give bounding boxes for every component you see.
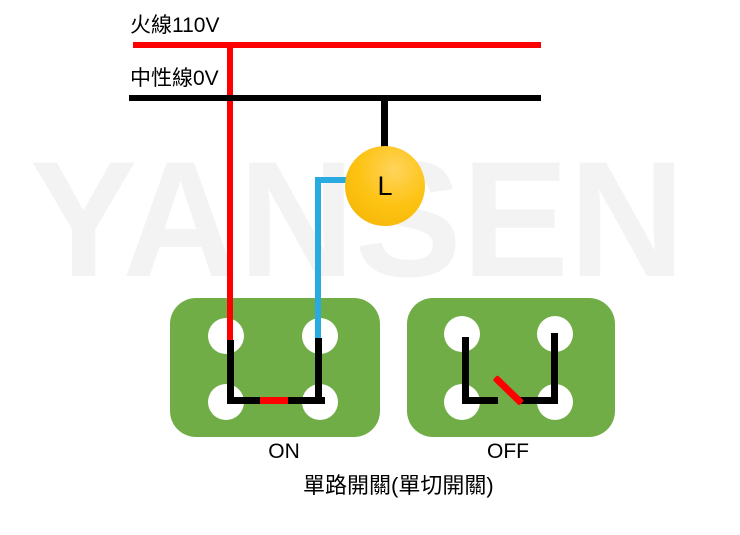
neutral-wire-bus [129,95,541,101]
switch-on-body [170,298,380,437]
off-wire-bottom-left [462,397,498,404]
live-wire-bus [133,42,541,48]
watermark-text: YANSEN [30,127,685,311]
live-wire-label: 火線110V [130,14,220,37]
lamp: L [345,146,425,226]
closed-contact [260,397,288,404]
off-wire-bottom-right [519,397,558,404]
lamp-neutral-wire [381,98,388,148]
lamp-label: L [377,170,393,201]
switched-wire-vertical [315,177,321,339]
switched-wire-horizontal [315,177,351,183]
on-wire-right-vertical [315,338,322,404]
switch-off-body [407,298,615,437]
caption: 單路開關(單切開關) [303,473,494,498]
switch-off-label: OFF [487,440,529,463]
switch-on-label: ON [268,440,300,463]
neutral-wire-label: 中性線0V [130,67,219,90]
off-wire-left-vertical [462,337,469,404]
off-wire-right-vertical [551,333,558,404]
live-wire-drop [227,42,233,342]
on-wire-left-vertical [227,340,234,404]
terminal-on-top-left [208,318,244,354]
